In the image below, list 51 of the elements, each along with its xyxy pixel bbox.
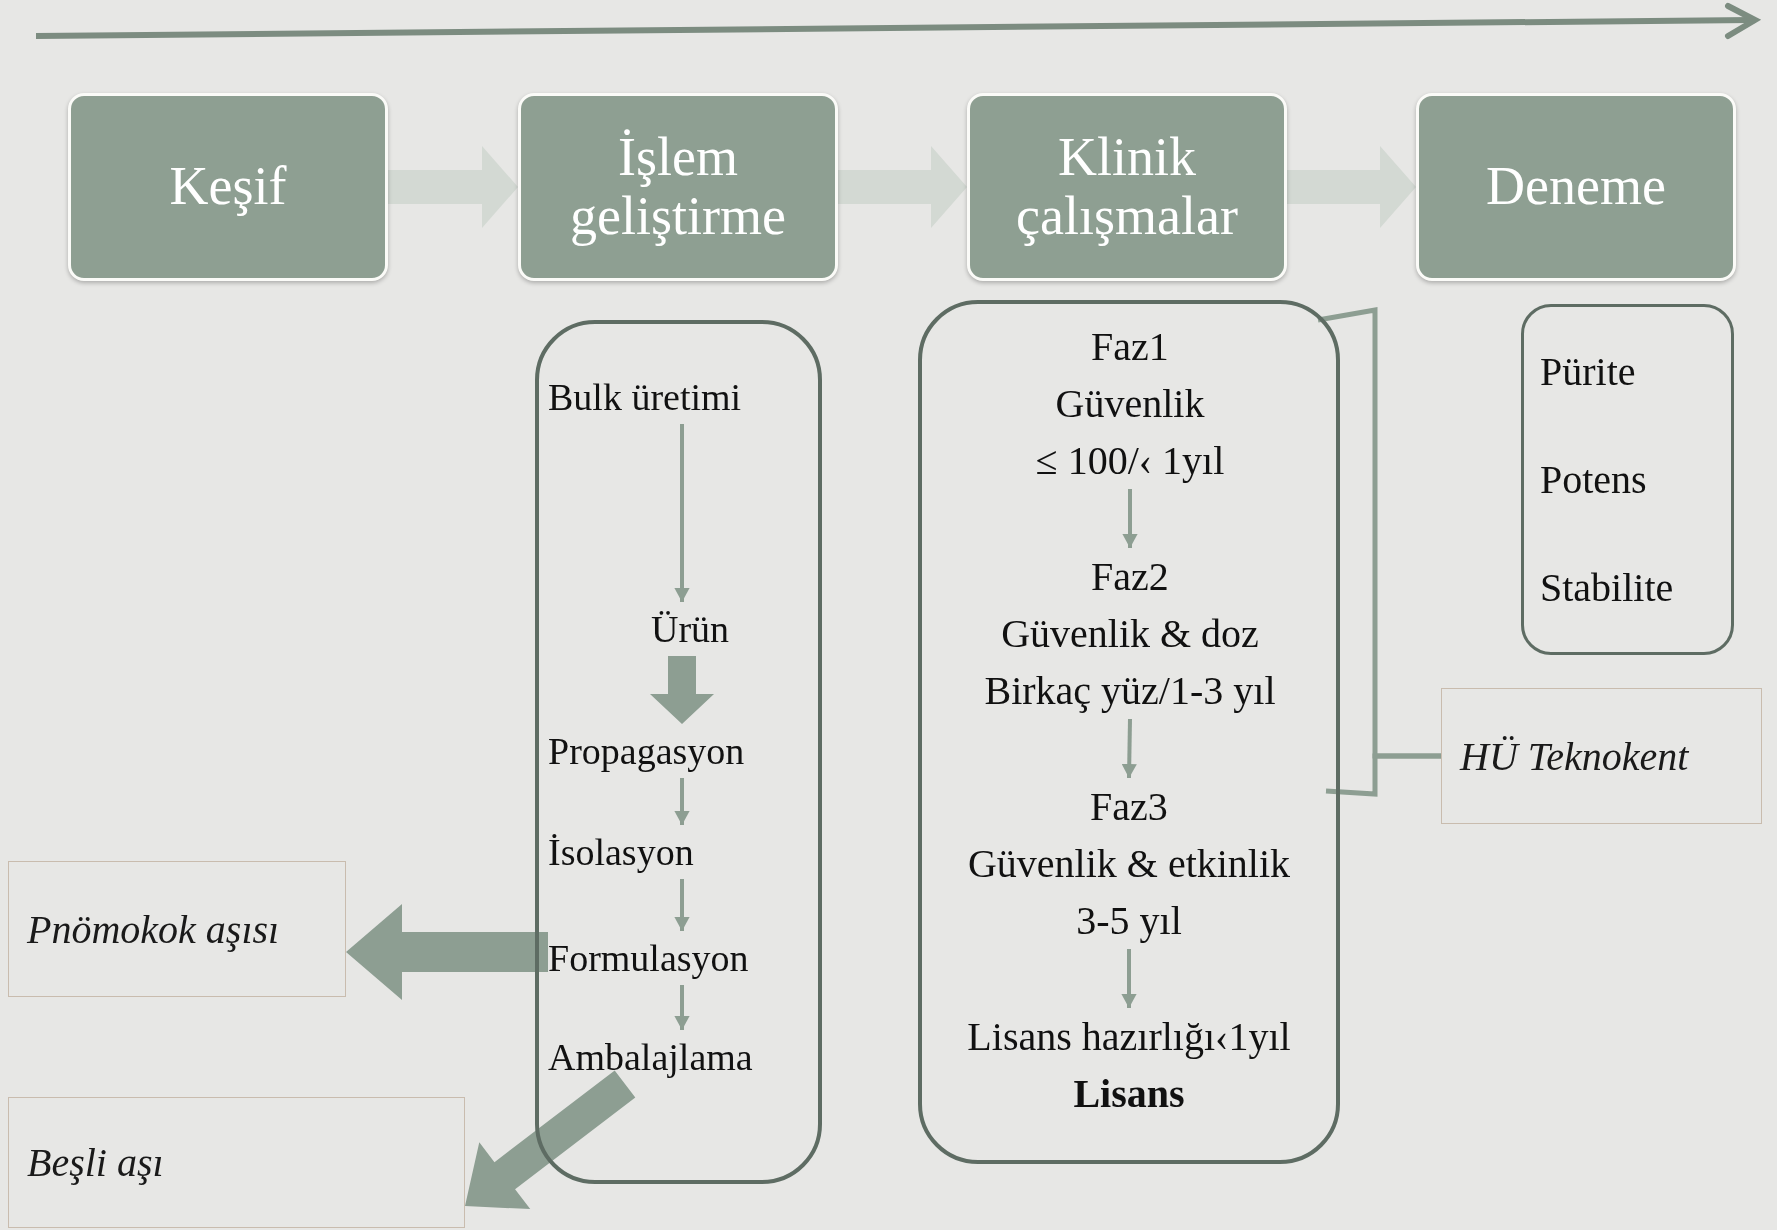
arrow xyxy=(1121,949,1137,1008)
phase-text: Faz3 xyxy=(1090,783,1168,831)
step-text: Ambalajlama xyxy=(548,1035,754,1080)
phase-text: Faz2 xyxy=(1091,553,1169,601)
step-text: Bulk üretimi xyxy=(548,375,743,420)
arrow xyxy=(1122,489,1138,548)
note-box xyxy=(8,1097,465,1228)
note-text: Beşli aşı xyxy=(27,1139,165,1186)
arrow xyxy=(1121,718,1137,779)
stage-title: İşlem geliştirme xyxy=(569,127,787,247)
stage-title: Klinik çalışmalar xyxy=(1015,127,1239,247)
arrow xyxy=(674,778,690,825)
phase-text: ≤ 100/‹ 1yıl xyxy=(1035,437,1225,485)
block-arrow xyxy=(1287,146,1416,228)
phase-text: Güvenlik & etkinlik xyxy=(967,840,1291,888)
process-panel xyxy=(535,320,822,1184)
stage-title: Keşif xyxy=(169,157,287,217)
test-item: Pürite xyxy=(1540,347,1637,395)
note-box xyxy=(1441,688,1762,824)
step-text: Formulasyon xyxy=(548,936,750,981)
phase-text: 3-5 yıl xyxy=(1076,897,1182,945)
block-arrow xyxy=(388,146,518,228)
phase-panel xyxy=(918,300,1340,1164)
phase-text: Güvenlik & doz xyxy=(1001,610,1259,658)
step-text: İsolasyon xyxy=(548,830,695,875)
stage-box xyxy=(518,93,838,281)
step-text: Propagasyon xyxy=(548,729,746,774)
test-list-box xyxy=(1521,304,1734,655)
note-text: HÜ Teknokent xyxy=(1460,732,1690,780)
phase-text: Faz1 xyxy=(1091,323,1169,371)
arrow xyxy=(674,879,690,931)
arrow xyxy=(674,424,690,602)
block-arrow xyxy=(650,656,714,724)
brace-connector xyxy=(1325,753,1441,797)
arrow xyxy=(674,985,690,1030)
stage-box xyxy=(1416,93,1736,281)
block-arrow xyxy=(346,904,548,1000)
phase-text: Lisans xyxy=(1073,1070,1185,1118)
phase-text: Birkaç yüz/1-3 yıl xyxy=(984,667,1276,715)
note-box xyxy=(8,861,346,997)
note-text: Pnömokok aşısı xyxy=(27,905,281,953)
step-text: Ürün xyxy=(649,607,731,652)
stage-box xyxy=(68,93,388,281)
test-item: Potens xyxy=(1540,456,1648,503)
stage-title: Deneme xyxy=(1486,157,1666,217)
stage-box xyxy=(967,93,1287,281)
phase-text: Güvenlik xyxy=(1055,380,1205,428)
test-item: Stabilite xyxy=(1540,564,1675,612)
phase-text: Lisans hazırlığı‹1yıl xyxy=(967,1013,1291,1061)
block-arrow xyxy=(465,1070,636,1210)
block-arrow xyxy=(838,146,967,228)
